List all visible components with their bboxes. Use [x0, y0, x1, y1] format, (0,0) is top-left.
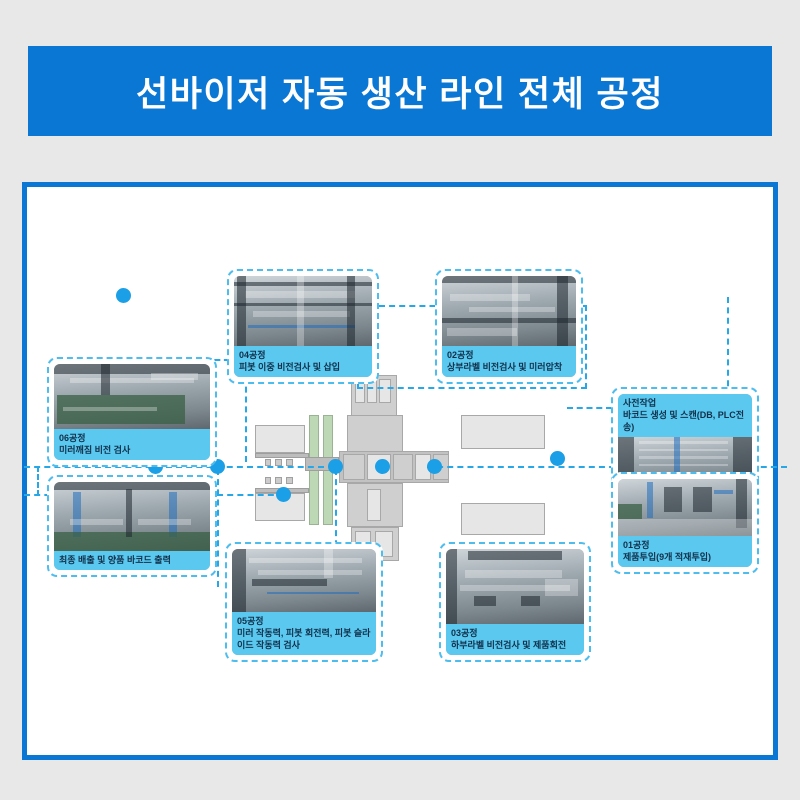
schematic-marker: [286, 459, 293, 466]
page-title: 선바이저 자동 생산 라인 전체 공정: [136, 74, 664, 114]
process-photo: [442, 276, 576, 346]
card-body: 최종 배출 및 양품 바코드 출력: [54, 482, 210, 570]
node-dot[interactable]: [116, 288, 131, 303]
card-title: 04공정: [239, 350, 266, 360]
card-desc: 미러깨짐 비전 검사: [59, 445, 131, 455]
diagram-canvas: 04공정 피봇 이중 비전검사 및 삽입 02공정 상: [24, 187, 787, 755]
card-desc: 제품투입(9개 적재투입): [623, 552, 712, 562]
card-label: 사전작업 바코드 생성 및 스캔(DB, PLC전송): [618, 394, 752, 437]
schematic-bar: [255, 453, 309, 458]
schematic-marker: [275, 459, 282, 466]
schematic-box: [367, 489, 381, 521]
card-desc: 피봇 이중 비전검사 및 삽입: [239, 362, 341, 372]
process-photo: [618, 479, 752, 536]
card-title: 02공정: [447, 350, 474, 360]
card-process-03[interactable]: 03공정 하부라벨 비전검사 및 제품회전: [439, 542, 591, 662]
schematic-box: [343, 454, 365, 480]
card-body: 05공정 미러 작동력, 피봇 회전력, 피봇 슬라이드 작동력 검사: [232, 549, 376, 655]
card-label: 04공정 피봇 이중 비전검사 및 삽입: [234, 346, 372, 377]
card-process-05[interactable]: 05공정 미러 작동력, 피봇 회전력, 피봇 슬라이드 작동력 검사: [225, 542, 383, 662]
card-body: 06공정 미러깨짐 비전 검사: [54, 364, 210, 460]
connector-line: [217, 469, 219, 587]
machine-layout-schematic: [255, 375, 545, 561]
card-body: 04공정 피봇 이중 비전검사 및 삽입: [234, 276, 372, 377]
process-photo: [446, 549, 584, 624]
card-title: 사전작업: [623, 398, 657, 408]
node-dot[interactable]: [276, 487, 291, 502]
process-photo: [54, 482, 210, 551]
card-desc: 최종 배출 및 양품 바코드 출력: [59, 555, 171, 565]
card-desc: 하부라벨 비전검사 및 제품회전: [451, 640, 567, 650]
schematic-rack: [461, 415, 545, 449]
schematic-rack: [461, 503, 545, 535]
title-banner: 선바이저 자동 생산 라인 전체 공정: [28, 46, 772, 136]
connector-line: [427, 466, 787, 468]
node-dot[interactable]: [375, 459, 390, 474]
card-desc: 미러 작동력, 피봇 회전력, 피봇 슬라이드 작동력 검사: [237, 628, 371, 650]
card-title: 03공정: [451, 628, 478, 638]
connector-line: [585, 305, 587, 389]
diagram-board: 04공정 피봇 이중 비전검사 및 삽입 02공정 상: [22, 182, 787, 760]
connector-line: [245, 337, 247, 462]
schematic-box: [393, 454, 413, 480]
node-dot[interactable]: [427, 459, 442, 474]
card-label: 05공정 미러 작동력, 피봇 회전력, 피봇 슬라이드 작동력 검사: [232, 612, 376, 655]
card-final-discharge[interactable]: 최종 배출 및 양품 바코드 출력: [47, 475, 217, 577]
process-photo: [234, 276, 372, 346]
card-process-06[interactable]: 06공정 미러깨짐 비전 검사: [47, 357, 217, 467]
card-label: 03공정 하부라벨 비전검사 및 제품회전: [446, 624, 584, 655]
connector-line: [335, 469, 337, 587]
card-label: 최종 배출 및 양품 바코드 출력: [54, 551, 210, 570]
card-label: 01공정 제품투입(9개 적재투입): [618, 536, 752, 567]
schematic-marker: [286, 477, 293, 484]
schematic-marker: [275, 477, 282, 484]
schematic-marker: [265, 477, 271, 484]
card-process-04[interactable]: 04공정 피봇 이중 비전검사 및 삽입: [227, 269, 379, 384]
schematic-box: [255, 425, 305, 453]
card-title: 06공정: [59, 433, 86, 443]
card-label: 06공정 미러깨짐 비전 검사: [54, 429, 210, 460]
card-body: 01공정 제품투입(9개 적재투입): [618, 479, 752, 567]
schematic-box: [347, 415, 403, 453]
node-dot[interactable]: [328, 459, 343, 474]
card-body: 02공정 상부라벨 비전검사 및 미러압착: [442, 276, 576, 377]
node-dot[interactable]: [550, 451, 565, 466]
process-photo: [54, 364, 210, 429]
connector-line: [24, 466, 324, 468]
card-process-02[interactable]: 02공정 상부라벨 비전검사 및 미러압착: [435, 269, 583, 384]
connector-line: [357, 387, 587, 389]
card-desc: 상부라벨 비전검사 및 미러압착: [447, 362, 563, 372]
card-body: 03공정 하부라벨 비전검사 및 제품회전: [446, 549, 584, 655]
connector-line: [37, 466, 39, 496]
connector-line: [727, 297, 729, 407]
card-title: 01공정: [623, 540, 650, 550]
card-desc: 바코드 생성 및 스캔(DB, PLC전송): [623, 410, 745, 432]
schematic-box: [379, 379, 391, 403]
process-photo: [232, 549, 376, 612]
card-process-01[interactable]: 01공정 제품투입(9개 적재투입): [611, 472, 759, 574]
card-title: 05공정: [237, 616, 264, 626]
card-label: 02공정 상부라벨 비전검사 및 미러압착: [442, 346, 576, 377]
schematic-marker: [265, 459, 271, 466]
